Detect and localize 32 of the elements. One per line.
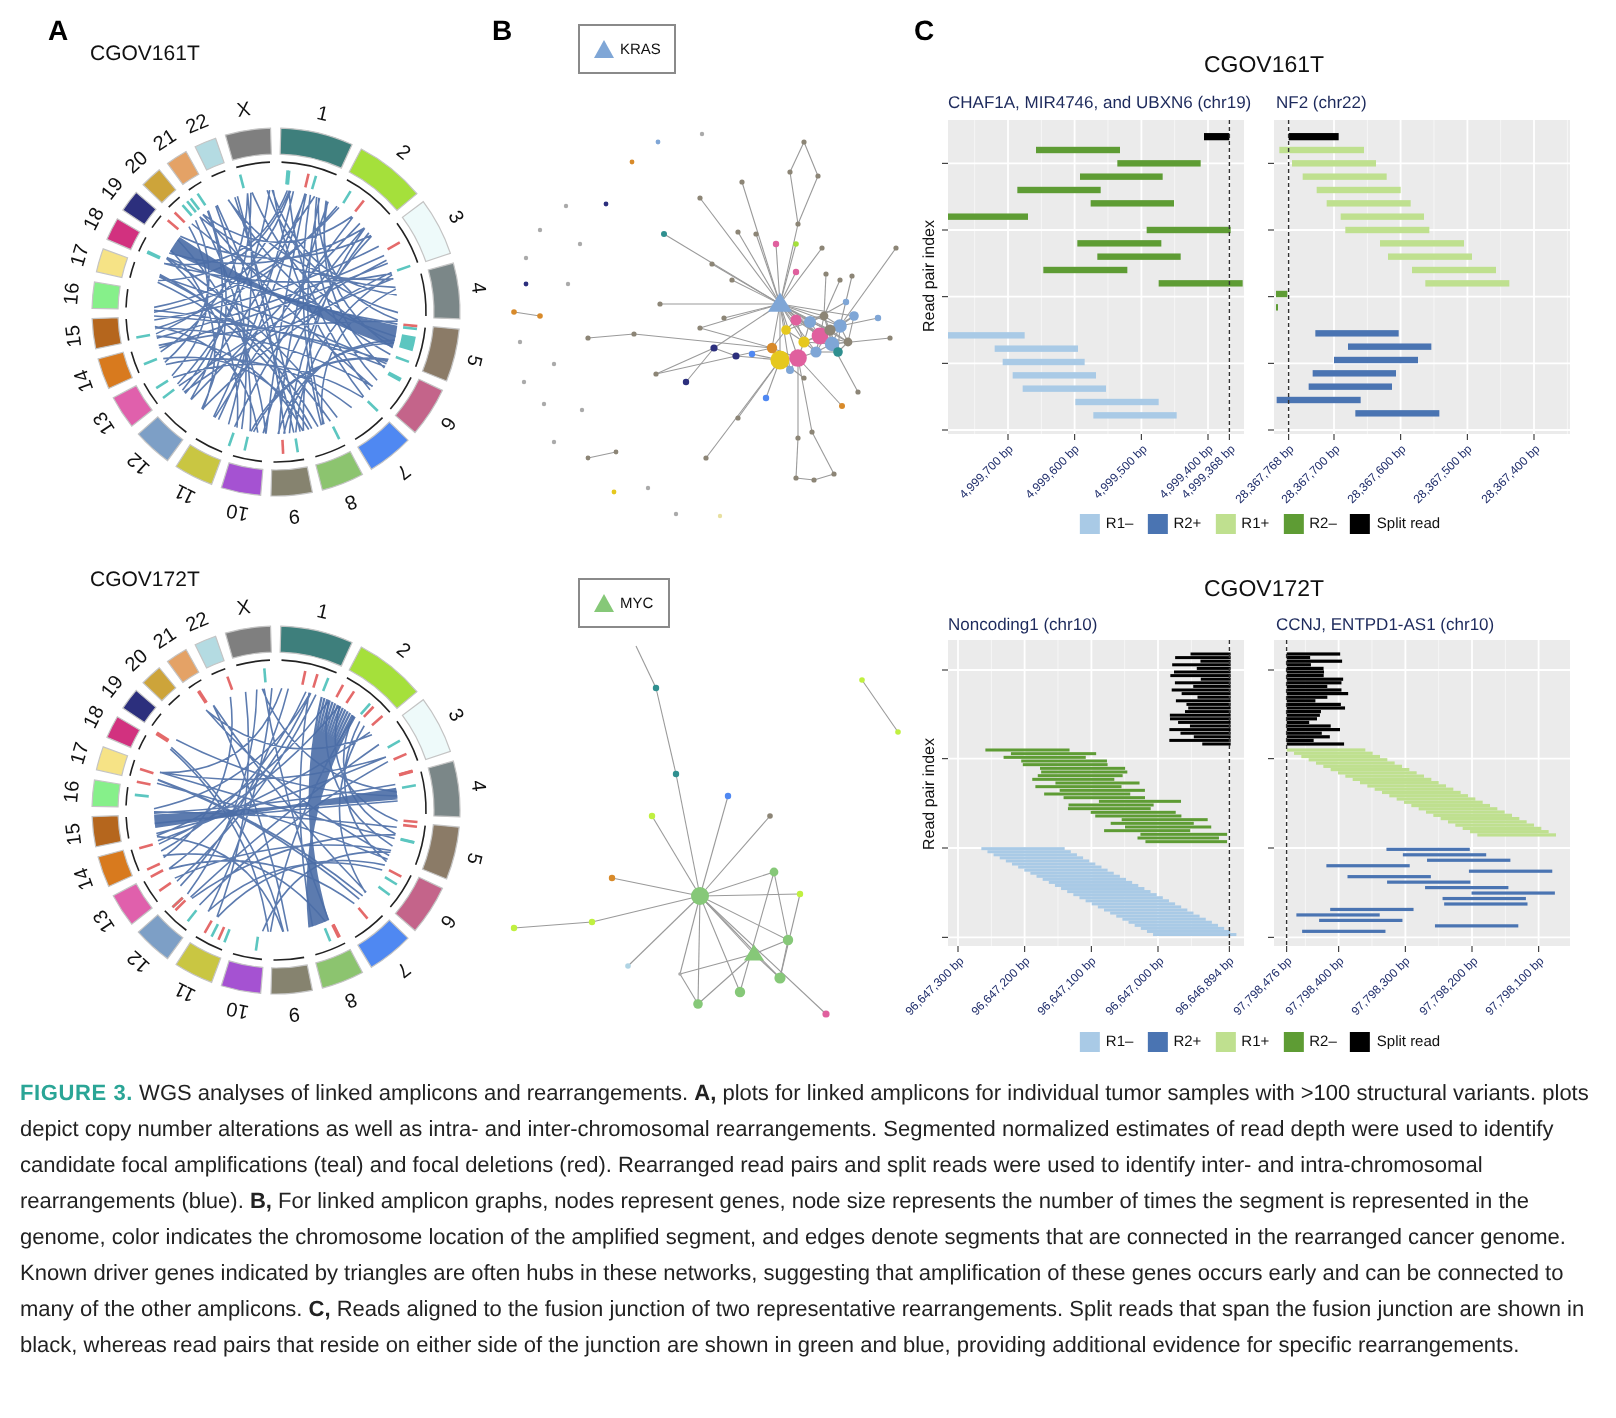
chromosome-label: 4 <box>466 780 488 794</box>
chromosome-label: 15 <box>64 821 87 847</box>
chromosome-label: 16 <box>63 779 86 804</box>
chromosome-label: 10 <box>224 996 251 1021</box>
chromosome-label: 5 <box>461 352 484 368</box>
sample-title: CGOV161T <box>1203 56 1325 79</box>
chromosome-label: 9 <box>286 502 300 524</box>
chromosome-label: 17 <box>69 241 95 269</box>
chromosome-label: 5 <box>461 850 484 866</box>
chromosome-label: X <box>236 101 254 124</box>
chromosome-label: 9 <box>286 1000 300 1022</box>
chromosome-label: 10 <box>224 498 251 523</box>
panel-letter: C <box>914 16 935 44</box>
chromosome-label: 16 <box>63 281 86 306</box>
chromosome-label: 1 <box>313 602 329 625</box>
chromosome-label: 4 <box>466 282 488 296</box>
chromosome-label: X <box>236 599 254 622</box>
plot-title: CHAF1A, MIR4746, and UBXN6 (chr19) <box>948 94 1252 111</box>
plot-title: NF2 (chr22) <box>1276 94 1367 111</box>
axis-title: Read pair index <box>922 219 938 333</box>
panel-letter: A <box>48 16 69 44</box>
sample-title: CGOV172T <box>90 570 200 591</box>
chromosome-label: 1 <box>313 104 329 127</box>
chromosome-label: 15 <box>64 323 87 349</box>
axis-title: Read pair index <box>922 737 938 851</box>
panel-letter: B <box>492 16 513 44</box>
figure-caption: FIGURE 3. WGS analyses of linked amplicons and rearrangements. A, plots for linked amplicons for individual tumor samples with >100 structural variants. plots depict copy number alterations as well as intra- and inter-chromosomal rearrangements. Segmented normalized estimates of read depth were used to identify candidate focal amplifications (teal) and focal deletions (red). Rearranged read pairs and split reads were used to identify inter- and intra-chromosomal rearrangements (blue). B, For linked amplicon graphs, nodes represent genes, node size represents the number of times the segment is represented in the genome, color indicates the chromosome location of the amplified segment, and edges denote segments that are connected in the rearranged cancer genome. Known driver genes indicated by triangles are often hubs in these networks, suggesting that amplification of these genes occurs early and can be connected to many of the other amplicons. C, Reads aligned to the fusion junction of two representative rearrangements. Split reads that span the fusion junction are shown in black, whereas read pairs that reside on either side of the junction are shown in green and blue, providing additional evidence for specific rearrangements. <box>20 1080 1591 1362</box>
sample-title: CGOV172T <box>1203 580 1325 603</box>
chromosome-label: 17 <box>69 739 95 767</box>
sample-title: CGOV161T <box>90 44 200 65</box>
plot-title: Noncoding1 (chr10) <box>948 616 1098 633</box>
plot-title: CCNJ, ENTPD1-AS1 (chr10) <box>1276 616 1495 633</box>
